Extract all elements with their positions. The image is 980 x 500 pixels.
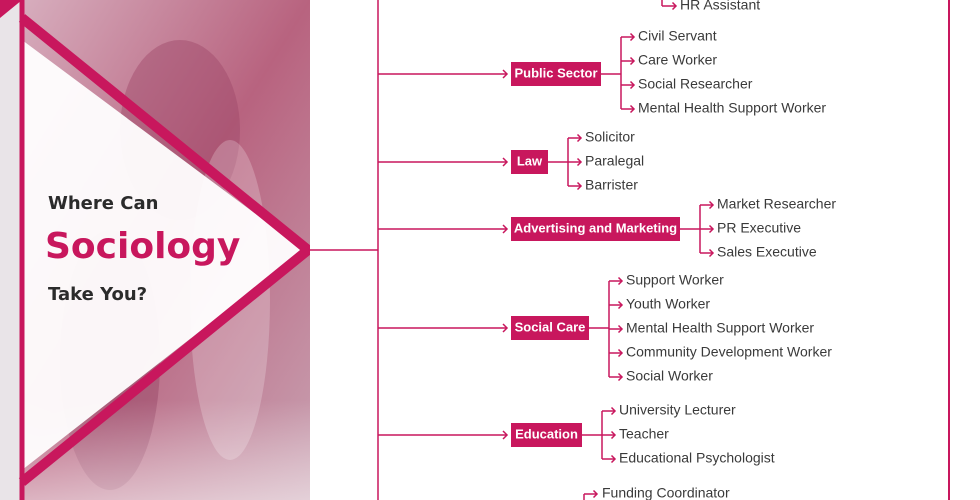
arrowhead (671, 1, 678, 11)
career-item: University Lecturer (619, 402, 736, 418)
arrowhead (708, 248, 715, 258)
career-item: Educational Psychologist (619, 450, 775, 466)
title-line-1: Where Can (48, 193, 159, 214)
career-item: Market Researcher (717, 196, 836, 212)
sector-social-care: Social Care (378, 280, 622, 378)
arrowhead (592, 489, 599, 499)
arrowhead (576, 157, 583, 167)
arrowhead (708, 200, 715, 210)
arrowhead (629, 32, 636, 42)
title-sociology: Sociology (45, 226, 241, 267)
arrowhead (708, 224, 715, 234)
arrowhead (502, 323, 509, 333)
career-item: Care Worker (638, 52, 717, 68)
arrowhead (502, 157, 509, 167)
sector-label: Law (517, 153, 543, 168)
sector-label-box (511, 62, 601, 86)
sector-education: Education (378, 410, 615, 460)
sector-label: Advertising and Marketing (514, 220, 677, 235)
career-item: Civil Servant (638, 28, 717, 44)
hero-panel (0, 0, 310, 500)
arrowhead (502, 430, 509, 440)
arrowhead (629, 56, 636, 66)
arrowhead (502, 69, 509, 79)
sector-label-box (511, 316, 589, 340)
career-item: Mental Health Support Worker (626, 320, 814, 336)
career-item: Youth Worker (626, 296, 710, 312)
sector-label: Public Sector (514, 65, 597, 80)
sector-public-sector: Public Sector (378, 36, 634, 110)
arrowhead (617, 300, 624, 310)
arrowhead (610, 406, 617, 416)
arrowhead (617, 276, 624, 286)
sector-label-box (511, 423, 582, 447)
arrowhead (617, 348, 624, 358)
career-item: Support Worker (626, 272, 724, 288)
arrow-panel (22, 40, 304, 470)
career-item: Paralegal (585, 153, 644, 169)
arrowhead (629, 104, 636, 114)
sector-label: Social Care (515, 319, 586, 334)
arrowhead (576, 181, 583, 191)
career-item: Sales Executive (717, 244, 817, 260)
career-item: Teacher (619, 426, 669, 442)
career-item: PR Executive (717, 220, 801, 236)
career-item: Mental Health Support Worker (638, 100, 826, 116)
career-item: Social Worker (626, 368, 713, 384)
arrowhead (576, 133, 583, 143)
sector-label: Education (515, 426, 578, 441)
arrowhead (610, 454, 617, 464)
title-line-3: Take You? (48, 284, 148, 305)
sector-advertising-and-marketing: Advertising and Marketing (378, 204, 713, 254)
career-item: HR Assistant (680, 0, 760, 13)
career-item: Solicitor (585, 129, 635, 145)
sector-label-box (511, 217, 680, 241)
career-item: Funding Coordinator (602, 485, 730, 500)
arrowhead (502, 224, 509, 234)
sector-label-box (511, 150, 548, 174)
arrowhead (629, 80, 636, 90)
arrowhead (617, 372, 624, 382)
career-item: Social Researcher (638, 76, 753, 92)
career-item: Barrister (585, 177, 638, 193)
career-item: Community Development Worker (626, 344, 832, 360)
sector-law: Law (378, 137, 581, 187)
arrowhead (610, 430, 617, 440)
arrowhead (617, 324, 624, 334)
